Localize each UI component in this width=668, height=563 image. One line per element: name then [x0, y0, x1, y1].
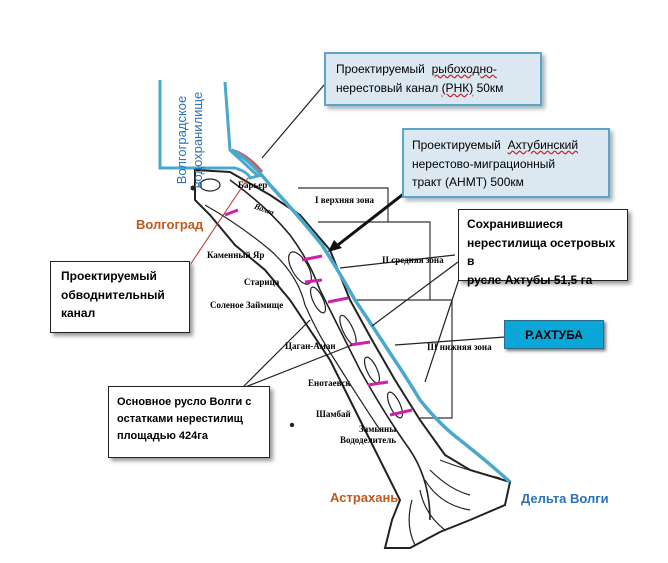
box-bypass: Проектируемый обводнительный канал [50, 261, 190, 333]
place-enotaevsk: Енотаевск [308, 378, 351, 388]
place-shambay: Шамбай [316, 409, 351, 419]
box-bypass-line3: канал [61, 306, 96, 321]
box-main-channel: Основное русло Волги с остатками нерести… [108, 386, 270, 458]
box-anmt-line2: нерестово-миграционный [412, 156, 556, 171]
box-anmt-line3: тракт (АНМТ) 500км [412, 175, 524, 190]
bypass-arrow [189, 177, 249, 266]
island [288, 251, 312, 285]
box-rnk-prefix: Проектируемый [336, 62, 425, 76]
reservoir-label: Волгоградское водохранилище [174, 80, 214, 200]
city-dot [190, 185, 196, 191]
box-anmt: Проектируемый Ахтубинский нерестово-мигр… [402, 128, 610, 198]
delta-branches [408, 459, 501, 546]
place-barrier: Барьер [238, 180, 268, 190]
box-main-line2: остатками нерестилищ [117, 413, 243, 426]
reservoir-outline [158, 80, 262, 180]
box-anmt-word: Ахтубинский [507, 138, 579, 152]
city-astrakhan: Астрахань [330, 490, 399, 505]
box-rnk-line2b: (РНК) [441, 80, 474, 95]
place-tsagan-aman: Цаган-Аман [285, 341, 336, 351]
box-rnk-word: рыбоходно- [431, 62, 497, 76]
zone-2-label: II средняя зона [382, 255, 444, 265]
place-vododelitel: Вододелитель [340, 435, 397, 445]
zone-1-label: I верхняя зона [315, 195, 375, 205]
box-anmt-prefix: Проектируемый [412, 138, 501, 152]
city-volgograd: Волгоград [136, 217, 204, 232]
island [199, 178, 221, 192]
city-dot [289, 422, 295, 428]
spawning-marks [224, 208, 413, 417]
volga-main-channel [229, 179, 431, 521]
place-staritsa: Старица [244, 277, 280, 287]
delta-label: Дельта Волги [521, 491, 609, 506]
box-rnk-line2c: 50км [476, 80, 504, 95]
box-preserved-line2: нерестилища осетровых в [467, 235, 616, 269]
place-solenoe: Соленое Займище [210, 300, 284, 310]
box-preserved-line3: русле Ахтубы 51,5 га [467, 272, 593, 287]
box-preserved-line1: Сохранившиеся [467, 217, 563, 231]
volga-side-channel [204, 204, 381, 431]
akhtuba-label-box: Р.АХТУБА [504, 320, 604, 349]
island [386, 391, 404, 419]
reservoir-label-line2: водохранилище [190, 91, 206, 189]
island [309, 286, 327, 314]
box-preserved: Сохранившиеся нерестилища осетровых в ру… [458, 209, 628, 287]
place-zamyany: Замьяны [359, 424, 397, 434]
zone-3-label: III нижняя зона [427, 342, 492, 352]
box-main-line1: Основное русло Волги с [117, 396, 252, 408]
box-main-line3: площадью 424га [117, 430, 208, 443]
box-rnk: Проектируемый рыбоходно- нерестовый кана… [324, 52, 542, 106]
place-kamenny-yar: Каменный Яр [207, 250, 265, 260]
anmt-arrow [333, 183, 416, 250]
anmt-arrowhead [328, 240, 342, 252]
reservoir-label-line1: Волгоградское [174, 95, 189, 185]
akhtuba-label: Р.АХТУБА [525, 328, 583, 342]
volga-floodplain [194, 168, 512, 549]
box-rnk-line2a: нерестовый канал [336, 80, 439, 95]
box-bypass-line2: обводнительный [61, 287, 165, 302]
box-bypass-line1: Проектируемый [61, 269, 157, 283]
akhtuba-river-line [231, 148, 512, 484]
